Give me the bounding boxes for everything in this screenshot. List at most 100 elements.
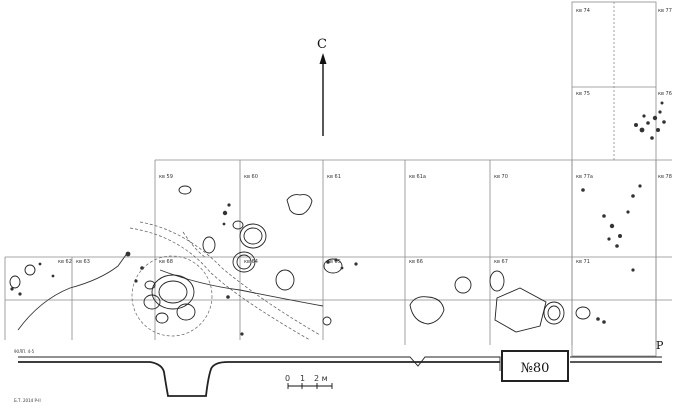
pit-feature xyxy=(575,306,591,320)
pit-feature xyxy=(454,276,472,294)
square-label-59: кв 59 xyxy=(159,174,173,180)
east-label: Р xyxy=(656,339,664,352)
stone-mark xyxy=(334,258,338,262)
plan-number: №80 xyxy=(521,361,550,376)
square-label-65: кв 65 xyxy=(327,259,341,265)
pit-feature xyxy=(547,305,561,321)
square-label-67: кв 67 xyxy=(494,259,508,265)
stone-mark xyxy=(222,210,228,216)
square-label-71: кв 71 xyxy=(576,259,590,265)
stone-mark xyxy=(226,295,230,299)
stone-mark xyxy=(650,136,654,140)
pit-feature xyxy=(323,258,343,274)
pit-feature xyxy=(243,227,263,245)
pit-feature xyxy=(158,280,188,304)
stone-mark xyxy=(10,287,14,291)
square-label-66: кв 66 xyxy=(409,259,423,265)
features xyxy=(9,185,591,333)
stone-mark xyxy=(18,292,22,296)
stone-mark xyxy=(602,320,606,324)
trench-edge-line xyxy=(159,269,324,307)
square-label-75: кв 75 xyxy=(576,91,590,97)
pit-feature xyxy=(144,280,156,290)
pit-feature xyxy=(151,274,195,310)
square-label-60: кв 60 xyxy=(244,174,258,180)
stone-mark xyxy=(227,203,231,207)
stone-mark xyxy=(51,274,55,278)
stone-mark xyxy=(652,115,658,121)
square-label-76: кв 76 xyxy=(658,91,672,97)
stone-mark xyxy=(125,251,131,257)
stone-mark xyxy=(660,101,664,105)
scale-label-unit: 2 м xyxy=(314,374,328,383)
corner-note-top: 90ЛП. 4-5 xyxy=(14,349,35,354)
stone-mark xyxy=(354,262,358,266)
square-label-68: кв 68 xyxy=(159,259,173,265)
section-profile-thick-line xyxy=(18,361,500,397)
stone-mark xyxy=(656,128,660,132)
north-arrow: С xyxy=(317,37,327,136)
trench-edge xyxy=(17,251,324,331)
pit-feature xyxy=(232,220,244,230)
square-label-70: кв 70 xyxy=(494,174,508,180)
dashed-boundary-line xyxy=(129,227,311,341)
section-profile-line xyxy=(18,356,501,371)
square-label-62: кв 62 xyxy=(58,259,72,265)
stone-mark xyxy=(639,127,645,133)
stone-mark xyxy=(222,222,226,226)
trench-edge-line xyxy=(17,251,129,331)
plan-number-box: №80 xyxy=(501,350,569,382)
square-label-61: кв 61 xyxy=(327,174,341,180)
square-label-74: кв 74 xyxy=(576,8,590,14)
pit-feature xyxy=(24,264,36,276)
stone-mark xyxy=(38,262,42,266)
plan-number-frame xyxy=(501,350,569,382)
pit-feature xyxy=(543,301,565,325)
pit-feature xyxy=(9,275,21,289)
square-label-77: кв 77 xyxy=(658,8,672,14)
square-label-61a: кв 61а xyxy=(409,174,426,180)
stone-mark xyxy=(618,234,622,238)
square-label-77a: кв 77а xyxy=(576,174,593,180)
boundary-lines xyxy=(129,221,321,341)
scale-bar: 0 1 2 м xyxy=(285,374,333,389)
square-labels: кв 74 кв 77 кв 75 кв 76 кв 77а кв 78 кв … xyxy=(58,8,672,265)
corner-note-bottom: Б.Т. 2014 Р-II xyxy=(14,398,41,403)
rectangular-structure xyxy=(494,287,547,333)
north-arrowhead-icon xyxy=(319,53,327,64)
scale-label-one: 1 xyxy=(300,374,305,383)
pit-feature xyxy=(202,236,216,254)
pit-feature xyxy=(489,270,505,292)
stone-mark xyxy=(607,237,611,241)
stone-mark xyxy=(631,194,635,198)
stone-mark xyxy=(134,279,138,283)
excavation-grid xyxy=(4,1,672,357)
stone-mark xyxy=(326,260,330,264)
pit-feature xyxy=(143,294,161,310)
stone-scatter xyxy=(10,101,666,336)
pit-feature xyxy=(232,251,256,273)
stone-mark xyxy=(340,266,344,270)
square-label-78: кв 78 xyxy=(658,174,672,180)
north-label: С xyxy=(317,37,327,52)
pit-feature xyxy=(275,269,295,291)
stone-mark xyxy=(596,317,600,321)
pit-feature xyxy=(178,185,192,195)
stone-mark xyxy=(642,114,646,118)
stone-mark xyxy=(581,188,585,192)
stone-mark xyxy=(602,214,606,218)
scale-label-zero: 0 xyxy=(285,374,290,383)
stone-mark xyxy=(634,123,638,127)
stone-mark xyxy=(626,210,630,214)
stone-mark xyxy=(240,332,244,336)
stone-mark xyxy=(140,266,144,270)
posthole-feature xyxy=(322,316,332,326)
stone-mark xyxy=(615,244,619,248)
stone-mark xyxy=(646,121,650,125)
square-label-63: кв 63 xyxy=(76,259,90,265)
stone-mark xyxy=(658,110,662,114)
pit-feature xyxy=(155,312,169,324)
stone-mark xyxy=(609,223,615,229)
